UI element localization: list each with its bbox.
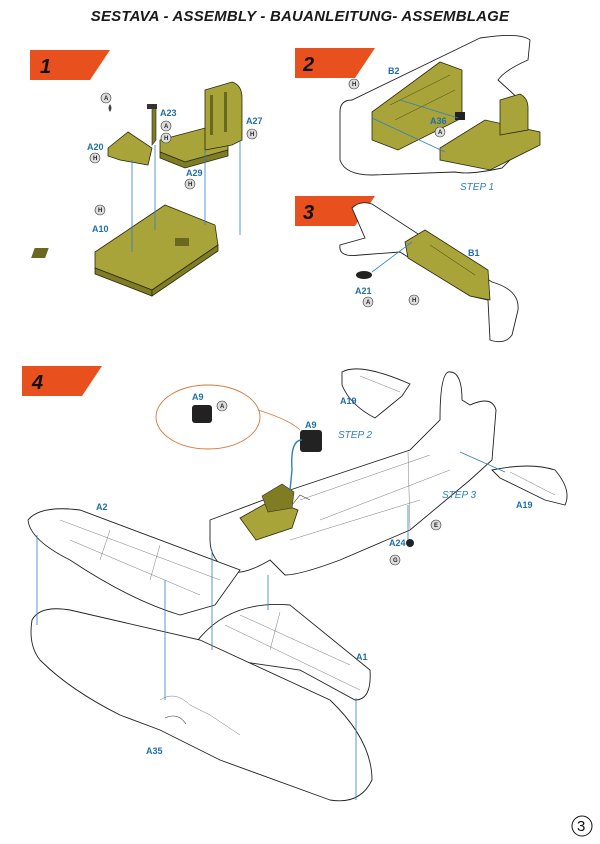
step-1-flag: 1	[30, 50, 110, 80]
svg-text:H: H	[352, 82, 356, 88]
svg-text:A: A	[164, 124, 169, 130]
label-a36: A36	[430, 116, 447, 126]
tailplane-right-a19	[491, 465, 568, 506]
label-a9: A9	[305, 420, 317, 430]
step-4-section: 4 A9 A A19 A9 STEP 2 ST	[22, 366, 568, 802]
paint-hint-icon: G	[389, 554, 401, 566]
step-4-number: 4	[31, 372, 43, 394]
label-a9-detail: A9	[192, 392, 204, 402]
svg-text:A: A	[104, 96, 109, 102]
label-a1: A1	[356, 652, 368, 662]
label-a35: A35	[146, 746, 163, 756]
step-1-number: 1	[40, 56, 51, 78]
tailwheel-a24	[406, 505, 414, 547]
seat-back-a27	[204, 81, 243, 151]
paint-hint-icon: H	[408, 294, 420, 306]
svg-text:A: A	[220, 404, 225, 410]
label-a20: A20	[87, 142, 104, 152]
label-a24: A24	[389, 538, 406, 548]
label-b1: B1	[468, 248, 480, 258]
step-2-section: 2 B2 A36 STEP 1 H A	[295, 35, 541, 193]
svg-text:A: A	[438, 130, 443, 136]
paint-hint-icon: H	[184, 178, 196, 190]
step-3-number: 3	[303, 202, 314, 224]
label-b2: B2	[388, 66, 400, 76]
upper-wing-left-a2	[27, 508, 241, 616]
part-a36	[455, 112, 465, 120]
paint-hint-icon: A	[100, 92, 112, 112]
step-1-section: 1 A23 A27 A20 A29 A10 A	[30, 50, 263, 297]
upper-wing-right-a1	[197, 604, 371, 701]
paint-hint-icon: H	[246, 128, 258, 140]
paint-hint-icon: H	[94, 204, 106, 216]
svg-text:H: H	[93, 156, 97, 162]
step-2-number: 2	[302, 54, 314, 76]
page-number-label: 3	[577, 818, 585, 835]
svg-text:H: H	[250, 132, 254, 138]
label-a27: A27	[246, 116, 263, 126]
page-number: 3	[571, 815, 593, 837]
lower-wing-a35	[30, 608, 373, 802]
label-a10: A10	[92, 224, 109, 234]
label-a2: A2	[96, 502, 108, 512]
svg-text:H: H	[98, 208, 102, 214]
step-3-reference: STEP 3	[442, 490, 477, 501]
paint-hint-icon: H	[348, 78, 360, 90]
step-4-flag: 4	[22, 366, 102, 396]
rudder-pedals-a20	[107, 131, 153, 166]
step-1-reference: STEP 1	[460, 182, 494, 193]
label-a23: A23	[160, 108, 177, 118]
step-2-reference: STEP 2	[338, 430, 373, 441]
step-2-flag: 2	[295, 48, 375, 78]
part-a9	[300, 430, 322, 452]
svg-text:E: E	[434, 523, 438, 529]
paint-hint-icon: H	[160, 132, 172, 144]
paint-hint-icon: A	[434, 126, 446, 138]
svg-text:A: A	[366, 300, 371, 306]
step-3-flag: 3	[295, 196, 375, 226]
page-title: SESTAVA - ASSEMBLY - BAUANLEITUNG- ASSEM…	[90, 8, 510, 25]
label-a19-right: A19	[516, 500, 533, 510]
paint-hint-icon: E	[430, 519, 442, 531]
paint-hint-icon: A	[216, 400, 228, 412]
paint-hint-icon: H	[89, 152, 101, 164]
paint-hint-icon: A	[160, 120, 172, 132]
svg-text:H: H	[188, 182, 192, 188]
svg-text:H: H	[412, 298, 416, 304]
svg-text:H: H	[164, 136, 168, 142]
part-a21	[356, 271, 372, 279]
label-a29: A29	[186, 168, 203, 178]
step-3-section: 3 B1 A21 A H	[295, 196, 519, 343]
detail-view-a9: A9 A	[155, 384, 301, 450]
label-a19-top: A19	[340, 396, 357, 406]
tailplane-left-a19	[341, 368, 411, 419]
svg-text:G: G	[393, 558, 398, 564]
paint-hint-icon: A	[362, 296, 374, 308]
fuselage-half-b1	[339, 202, 519, 343]
label-a21: A21	[355, 286, 372, 296]
